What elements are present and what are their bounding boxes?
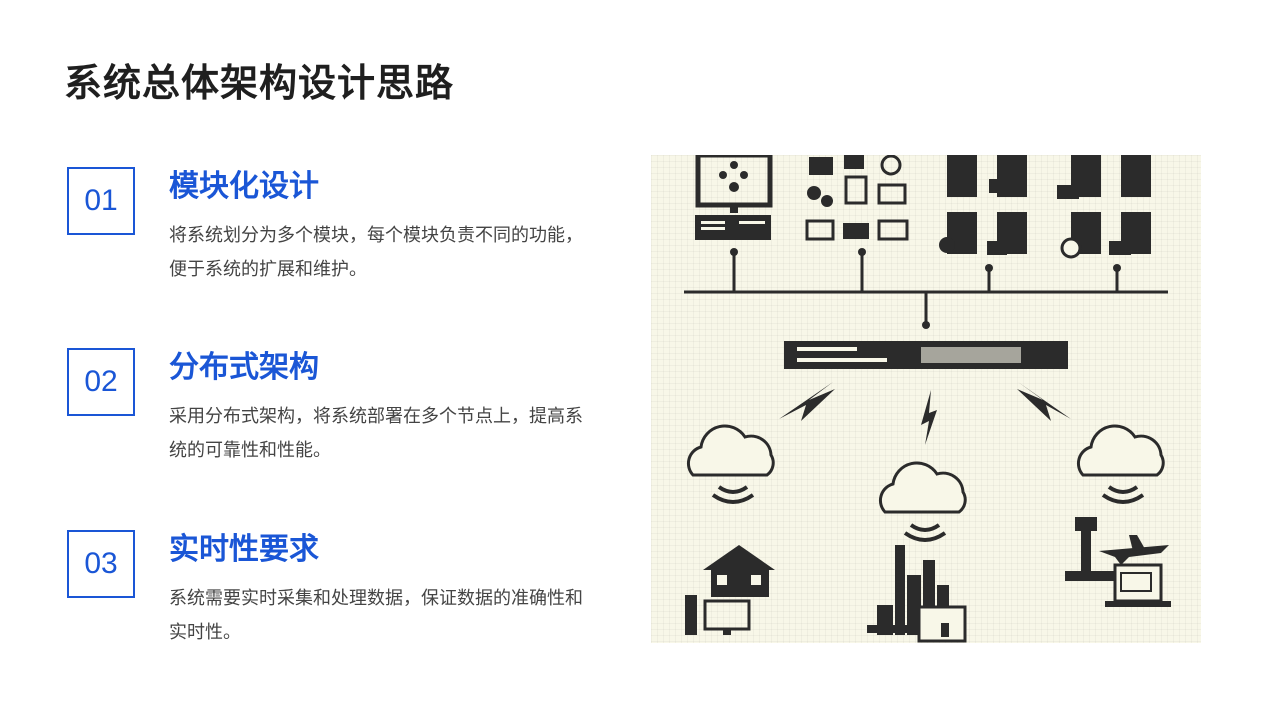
item-distributed-architecture: 02 分布式架构 采用分布式架构，将系统部署在多个节点上，提高系统的可靠性和性能… [67,348,607,468]
network-architecture-illustration [651,155,1201,643]
laptop-icon [1105,563,1171,607]
server-rack-icon [939,155,1151,259]
tablet-touch-icon [917,605,967,643]
cloud-icon [686,424,1165,514]
page-title: 系统总体架构设计思路 [64,61,455,105]
item-number-box: 03 [67,530,135,598]
airplane-icon [1099,535,1169,565]
item-heading: 分布式架构 [169,350,319,385]
item-heading: 模块化设计 [169,169,319,204]
airport-tower-icon [1065,517,1125,581]
item-description: 采用分布式架构，将系统部署在多个节点上，提高系统的可靠性和性能。 [169,406,583,461]
item-description: 系统需要实时采集和处理数据，保证数据的准确性和实时性。 [169,588,583,643]
lightning-icon [779,382,1071,445]
network-switch-icon [784,341,1068,369]
house-icon [703,545,775,597]
wifi-icon [711,485,1145,542]
item-realtime-requirement: 03 实时性要求 系统需要实时采集和处理数据，保证数据的准确性和实时性。 [67,530,607,650]
item-number-box: 01 [67,167,135,235]
item-modular-design: 01 模块化设计 将系统划分为多个模块，每个模块负责不同的功能，便于系统的扩展和… [67,167,607,287]
file-types-icon [805,155,909,241]
computer-icon [695,155,773,240]
item-description: 将系统划分为多个模块，每个模块负责不同的功能，便于系统的扩展和维护。 [169,225,583,280]
desktop-icon [685,595,751,635]
item-heading: 实时性要求 [169,532,319,567]
item-number-box: 02 [67,348,135,416]
